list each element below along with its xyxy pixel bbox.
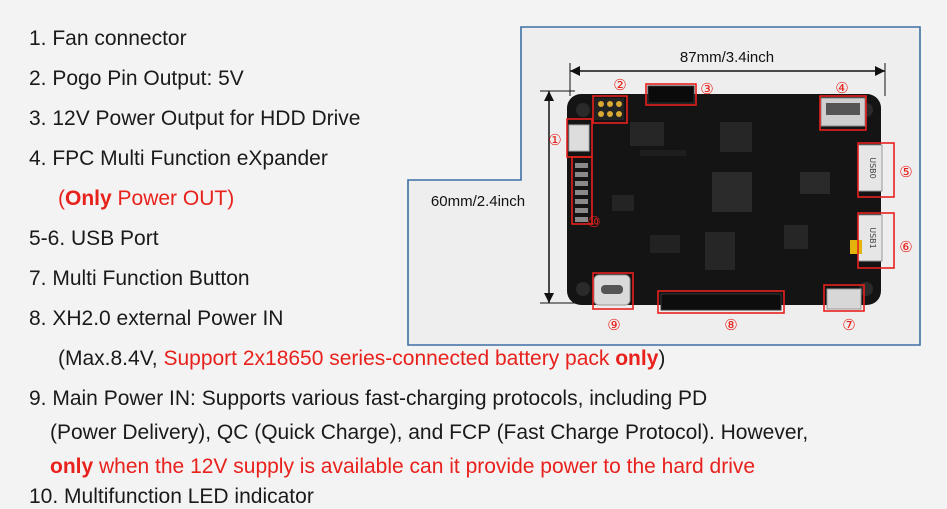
usb0-label: USB0: [868, 157, 877, 179]
led-indicators: [575, 163, 588, 222]
callout-3: ③: [700, 80, 713, 98]
note-close: ): [658, 347, 666, 370]
item-1-fan-connector: 1. Fan connector: [29, 27, 187, 50]
item-3-hdd-power: 3. 12V Power Output for HDD Drive: [29, 107, 361, 130]
item-9-main-power-line3: only when the 12V supply is available ca…: [50, 455, 755, 479]
item-9-main-power-line2: (Power Delivery), QC (Quick Charge), and…: [50, 421, 809, 444]
pcb-board: USB0 USB1: [567, 85, 883, 311]
note-open-paren: (: [58, 187, 65, 210]
item-7-function-button: 7. Multi Function Button: [29, 267, 250, 290]
line3-only: only: [50, 455, 94, 478]
item-9-main-power-line1: 9. Main Power IN: Supports various fast-…: [29, 387, 708, 410]
note-red-text: Support 2x18650 series-connected battery…: [163, 347, 616, 370]
note-only: only: [615, 347, 659, 370]
note-rest: Power OUT): [111, 187, 235, 210]
item-4-note: (Only Power OUT): [58, 187, 234, 211]
item-8-note: (Max.8.4V, Support 2x18650 series-connec…: [58, 347, 665, 371]
callout-5: ⑤: [899, 163, 912, 181]
width-label: 87mm/3.4inch: [680, 49, 774, 66]
callout-4: ④: [835, 79, 848, 97]
height-dimension: 60mm/2.4inch: [431, 90, 575, 304]
width-dimension: 87mm/3.4inch: [569, 49, 886, 96]
xh-power-header: [660, 293, 782, 311]
usb1-label: USB1: [868, 227, 877, 249]
callout-7: ⑦: [842, 316, 855, 334]
callout-boxes: [566, 83, 895, 314]
callout-1: ①: [548, 131, 561, 149]
height-label: 60mm/2.4inch: [431, 193, 525, 210]
function-button: [826, 288, 862, 310]
pogo-pins: [594, 98, 624, 120]
line3-rest: when the 12V supply is available can it …: [93, 455, 756, 478]
callout-2: ②: [613, 76, 626, 94]
callout-9: ⑨: [607, 316, 620, 334]
note-only: Only: [65, 187, 112, 210]
fan-connector: [568, 124, 590, 152]
item-4-fpc-expander: 4. FPC Multi Function eXpander: [29, 147, 328, 170]
item-10-led-indicator: 10. Multifunction LED indicator: [29, 485, 314, 508]
hdd-power-header: [647, 85, 695, 104]
callout-8: ⑧: [724, 316, 737, 334]
usb0-port: [857, 144, 883, 192]
item-2-pogo-pin: 2. Pogo Pin Output: 5V: [29, 67, 244, 90]
note-prefix: (Max.8.4V,: [58, 347, 164, 370]
callout-10: ⑩: [587, 213, 600, 231]
callout-numbers: ① ② ③ ④ ⑤ ⑥ ⑦ ⑧ ⑨ ⑩: [548, 76, 912, 334]
item-8-xh-power: 8. XH2.0 external Power IN: [29, 307, 284, 330]
main-chip: [712, 172, 752, 212]
item-5-6-usb-port: 5-6. USB Port: [29, 227, 159, 250]
callout-6: ⑥: [899, 238, 912, 256]
